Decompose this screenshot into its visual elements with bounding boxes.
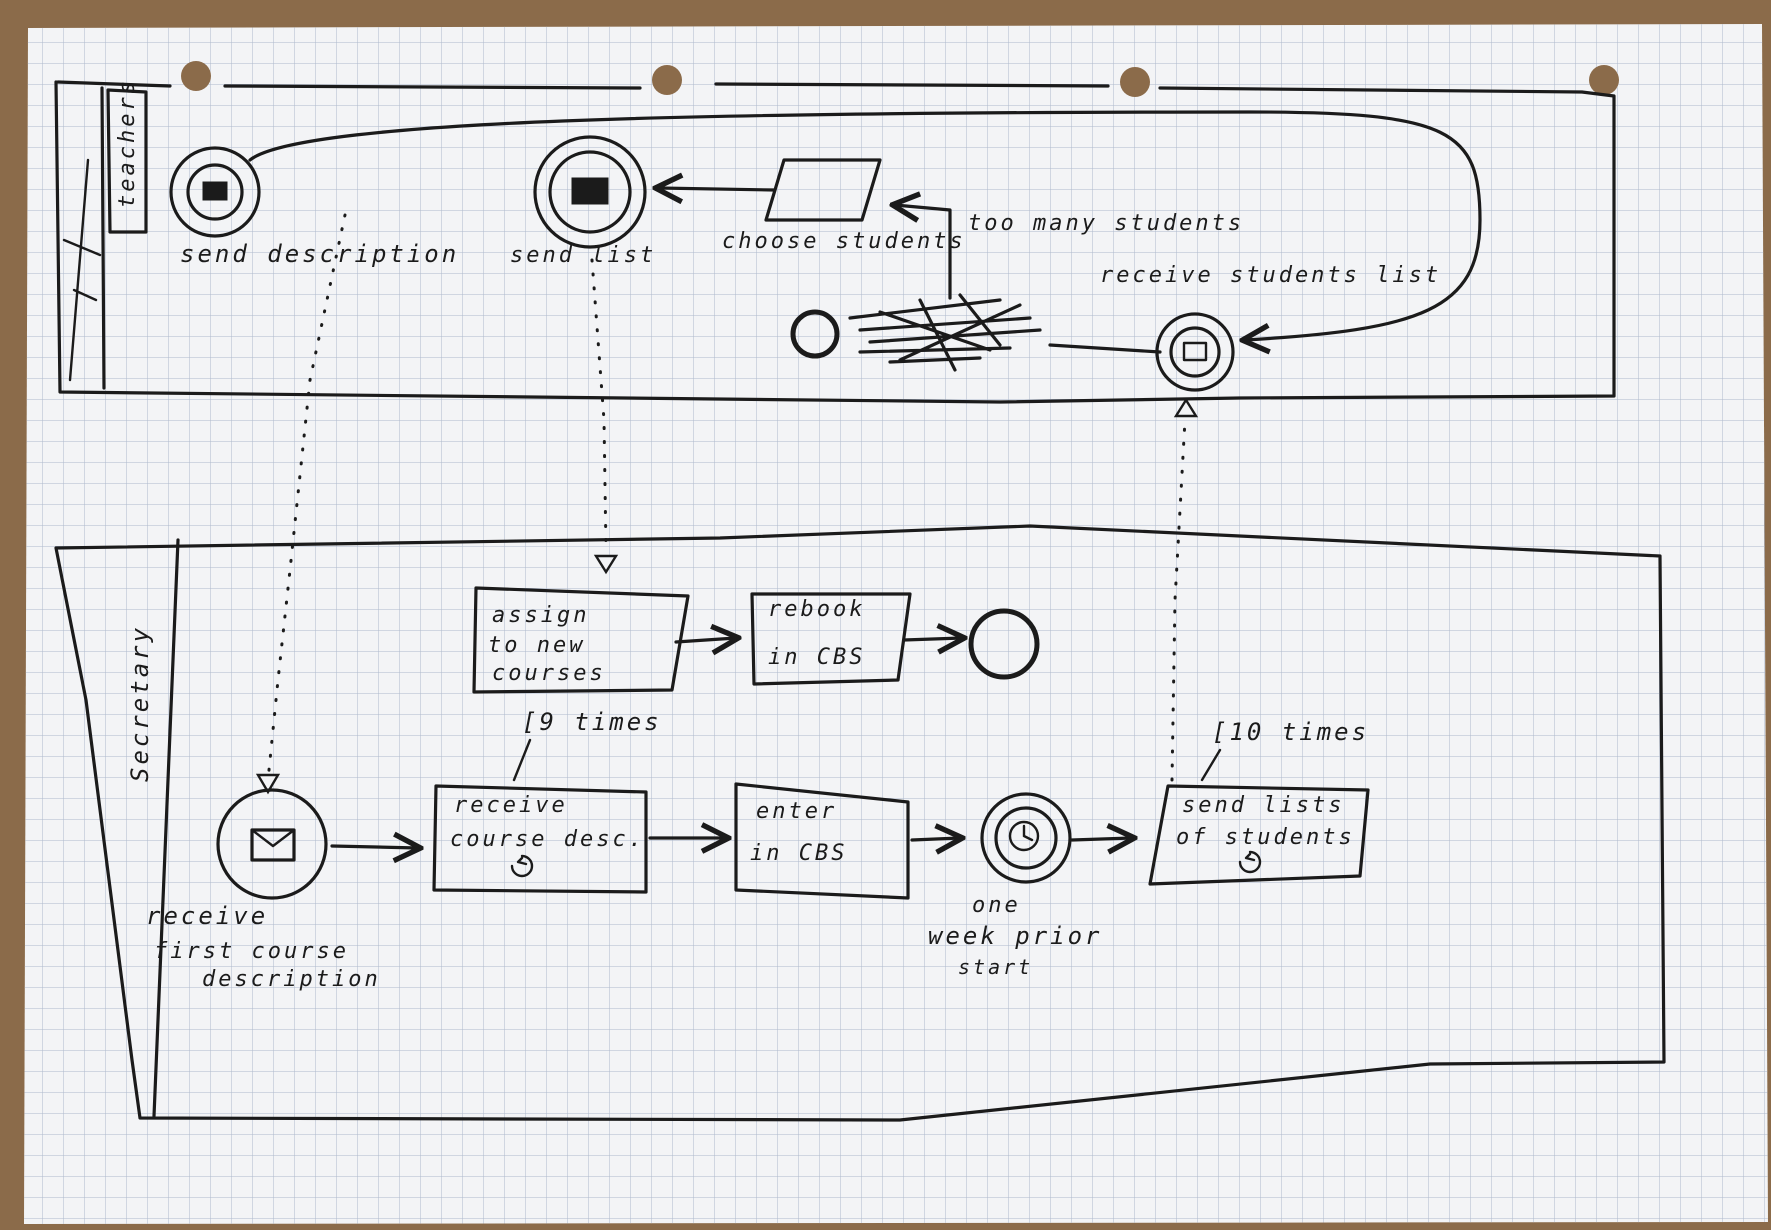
event-outer-ring [169, 146, 261, 238]
receive-course-line-1: receive [454, 793, 568, 818]
task-box [432, 784, 648, 894]
timer-label-line-1: one [972, 893, 1021, 918]
task-box [472, 586, 690, 694]
receive-course-description-task: receive course desc. [432, 784, 648, 894]
event-inner-ring [186, 163, 244, 221]
scribbled-circle [790, 309, 840, 359]
send-list-label: send list [510, 243, 656, 268]
clock-hands [1022, 824, 1034, 842]
flow-assign-to-rebook [674, 638, 736, 642]
rebook-task: rebook in CBS [750, 592, 912, 686]
enter-task-line-1: enter [756, 799, 837, 824]
flow-start-to-receive [330, 846, 418, 848]
send-lists-task: send lists of students [1148, 784, 1370, 886]
pool-border [54, 80, 1616, 404]
clock-icon [1008, 820, 1040, 852]
message-arrowhead [1173, 397, 1199, 418]
assign-task-line-1: assign [492, 603, 589, 628]
loop-marker-icon [1238, 850, 1262, 874]
event-inner-ring [548, 150, 632, 234]
task-box [1148, 784, 1370, 886]
envelope-filled-icon [202, 181, 228, 201]
end-event [968, 608, 1040, 680]
rebook-task-line-2: in CBS [768, 645, 865, 670]
pool-label-divider [152, 538, 180, 1118]
send-description-event [169, 146, 261, 238]
envelope-filled-icon [571, 177, 609, 205]
flow-from-receive [1048, 343, 1162, 354]
send-lists-line-2: of students [1176, 825, 1355, 850]
choose-students-task [764, 158, 882, 222]
pool-label-divider [100, 86, 106, 390]
scribbled-out-element [790, 293, 1162, 372]
event-inner-ring [994, 806, 1058, 870]
crossed-out-label [62, 158, 102, 382]
too-many-students-flow [895, 205, 952, 300]
receive-course-line-2: course desc. [450, 827, 645, 852]
loop-back-flow [248, 110, 1482, 340]
flow-timer-to-send [1070, 838, 1132, 840]
loop-9-label: [9 times [522, 708, 662, 736]
flow-choose-to-send [658, 188, 776, 190]
task-box [734, 782, 910, 900]
loop-9-leader [512, 738, 532, 782]
pool-border [54, 524, 1666, 1122]
rebook-task-line-1: rebook [768, 597, 865, 622]
receive-students-list-label: receive students list [1100, 263, 1441, 288]
too-many-students-label: too many students [968, 211, 1244, 236]
message-arrowhead [255, 773, 281, 795]
flow-enter-to-timer [910, 838, 960, 840]
event-outer-ring [533, 135, 647, 249]
envelope-icon [250, 828, 296, 862]
pool-label-secretary: Secretary [126, 625, 154, 782]
punch-hole [1120, 67, 1150, 97]
send-lists-line-1: send lists [1182, 793, 1344, 818]
enter-in-cbs-task: enter in CBS [734, 782, 910, 900]
pool-label-box [106, 88, 148, 234]
assign-task: assign to new courses [472, 586, 690, 694]
timer-label-line-2: week prior [928, 922, 1103, 950]
event-outer-ring [980, 792, 1072, 884]
timer-label-line-3: start [958, 955, 1033, 979]
teachers-pool: teachers [54, 78, 1616, 404]
assign-task-line-2: to new [488, 633, 585, 658]
envelope-icon [1182, 341, 1208, 362]
pool-label-teachers: teachers [115, 78, 140, 208]
message-flow-description [266, 213, 347, 782]
assign-task-line-3: courses [492, 661, 606, 686]
send-description-label: send description [180, 240, 459, 268]
event-inner-ring [1169, 326, 1221, 378]
grid-lines [24, 24, 1768, 1224]
secretary-pool: Secretary [54, 524, 1666, 1122]
enter-task-line-2: in CBS [750, 841, 847, 866]
loop-marker-icon [510, 854, 534, 878]
receive-students-list-event [1155, 312, 1235, 392]
task-box [750, 592, 912, 686]
loop-10-leader [1200, 748, 1222, 782]
punch-hole [181, 61, 211, 91]
punch-hole [652, 65, 682, 95]
receive-first-label-line-2: first course [154, 939, 349, 964]
envelope-flap [250, 828, 296, 848]
event-outer-ring [1155, 312, 1235, 392]
send-list-event [533, 135, 647, 249]
choose-students-label: choose students [722, 229, 966, 254]
receive-first-label-line-3: description [202, 967, 381, 992]
message-arrowhead [593, 554, 619, 575]
receive-first-label-line-1: receive [146, 902, 268, 930]
scribble-lines [848, 293, 1042, 372]
timer-event [980, 792, 1072, 884]
event-circle [216, 788, 328, 900]
punch-hole [1589, 65, 1619, 95]
loop-10-label: [10 times [1212, 718, 1369, 746]
flow-rebook-to-end [902, 638, 962, 640]
receive-first-course-event [216, 788, 328, 900]
